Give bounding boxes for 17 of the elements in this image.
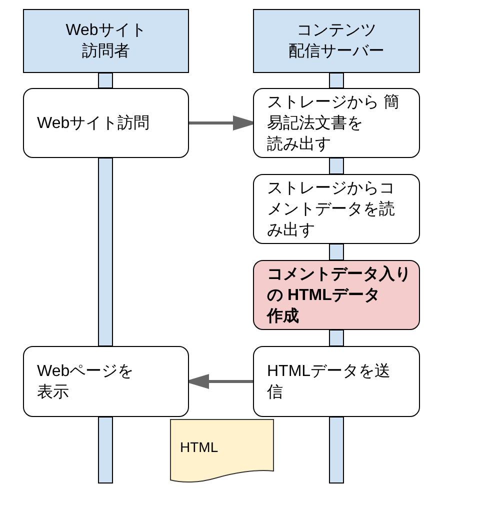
lifeline-bar: [98, 416, 113, 484]
header-box: コンテンツ配信サーバー: [253, 9, 420, 73]
lifeline-bar: [98, 72, 113, 88]
lifeline-bar: [329, 330, 344, 346]
lifeline-bar: [98, 158, 113, 346]
step-box: コメントデータ入りの HTMLデータ作成: [253, 260, 420, 330]
lifeline-bar: [329, 416, 344, 484]
document-shape: HTML: [170, 419, 274, 484]
step-box: ストレージからコメントデータを読み出す: [253, 174, 420, 244]
step-box: Webサイト訪問: [23, 88, 189, 158]
step-box: Webページを表示: [23, 346, 189, 417]
lifeline-bar: [329, 158, 344, 174]
step-box: ストレージから 簡易記法文書を読み出す: [253, 88, 420, 158]
step-box: HTMLデータを送信: [253, 346, 420, 417]
lifeline-bar: [329, 72, 344, 88]
lifeline-bar: [329, 244, 344, 260]
header-box: Webサイト訪問者: [23, 9, 189, 73]
